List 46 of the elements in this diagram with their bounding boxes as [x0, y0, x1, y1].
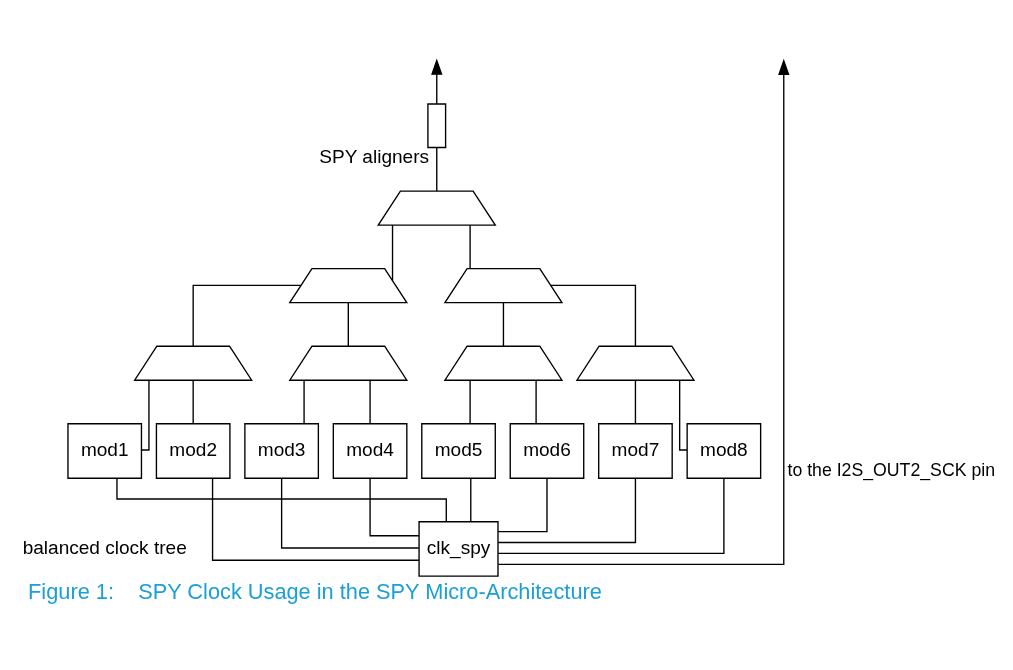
- node-box: mod1: [67, 422, 143, 479]
- node-box: mod5: [421, 422, 496, 479]
- node-trapezoid: [377, 189, 497, 226]
- node-trapezoid: [443, 267, 564, 303]
- connector: [192, 284, 302, 347]
- connector: [369, 379, 371, 424]
- node-trapezoid: [288, 345, 409, 381]
- connector: [391, 223, 394, 281]
- connector: [497, 477, 725, 554]
- connector: [470, 477, 472, 522]
- connector: [550, 284, 637, 347]
- connector: [280, 477, 420, 549]
- node-box: mod2: [155, 422, 231, 479]
- connector: [140, 379, 150, 451]
- arrow: [431, 58, 443, 104]
- connector: [497, 477, 637, 543]
- node-box: clk_spy: [418, 520, 499, 577]
- connector: [535, 379, 537, 424]
- edge-label: to the I2S_OUT2_SCK pin: [787, 459, 995, 480]
- node-trapezoid: [288, 267, 409, 303]
- connector: [192, 379, 194, 424]
- connector: [211, 477, 420, 561]
- connector: [369, 477, 420, 536]
- connector: [116, 477, 447, 522]
- label: balanced clock tree: [22, 536, 187, 558]
- arrow: [497, 58, 790, 565]
- connector: [347, 301, 349, 347]
- connector: [497, 477, 548, 532]
- connector: [634, 379, 637, 424]
- connector: [469, 224, 471, 269]
- connector: [679, 379, 688, 451]
- node-box: mod6: [509, 422, 585, 479]
- node-trapezoid: [575, 345, 696, 381]
- node-box: mod4: [332, 422, 408, 479]
- connector: [436, 146, 438, 192]
- caption: Figure 1: SPY Clock Usage in the SPY Micro-Architecture: [28, 578, 602, 604]
- node-box: mod7: [598, 422, 673, 479]
- node-box: mod3: [244, 422, 320, 479]
- node-box: [427, 102, 447, 148]
- connector: [469, 379, 471, 424]
- node-box: mod8: [686, 422, 762, 479]
- connector: [303, 379, 305, 424]
- connector: [502, 301, 505, 347]
- node-trapezoid: [133, 345, 253, 381]
- node-label: SPY aligners: [319, 145, 430, 167]
- node-trapezoid: [443, 345, 564, 381]
